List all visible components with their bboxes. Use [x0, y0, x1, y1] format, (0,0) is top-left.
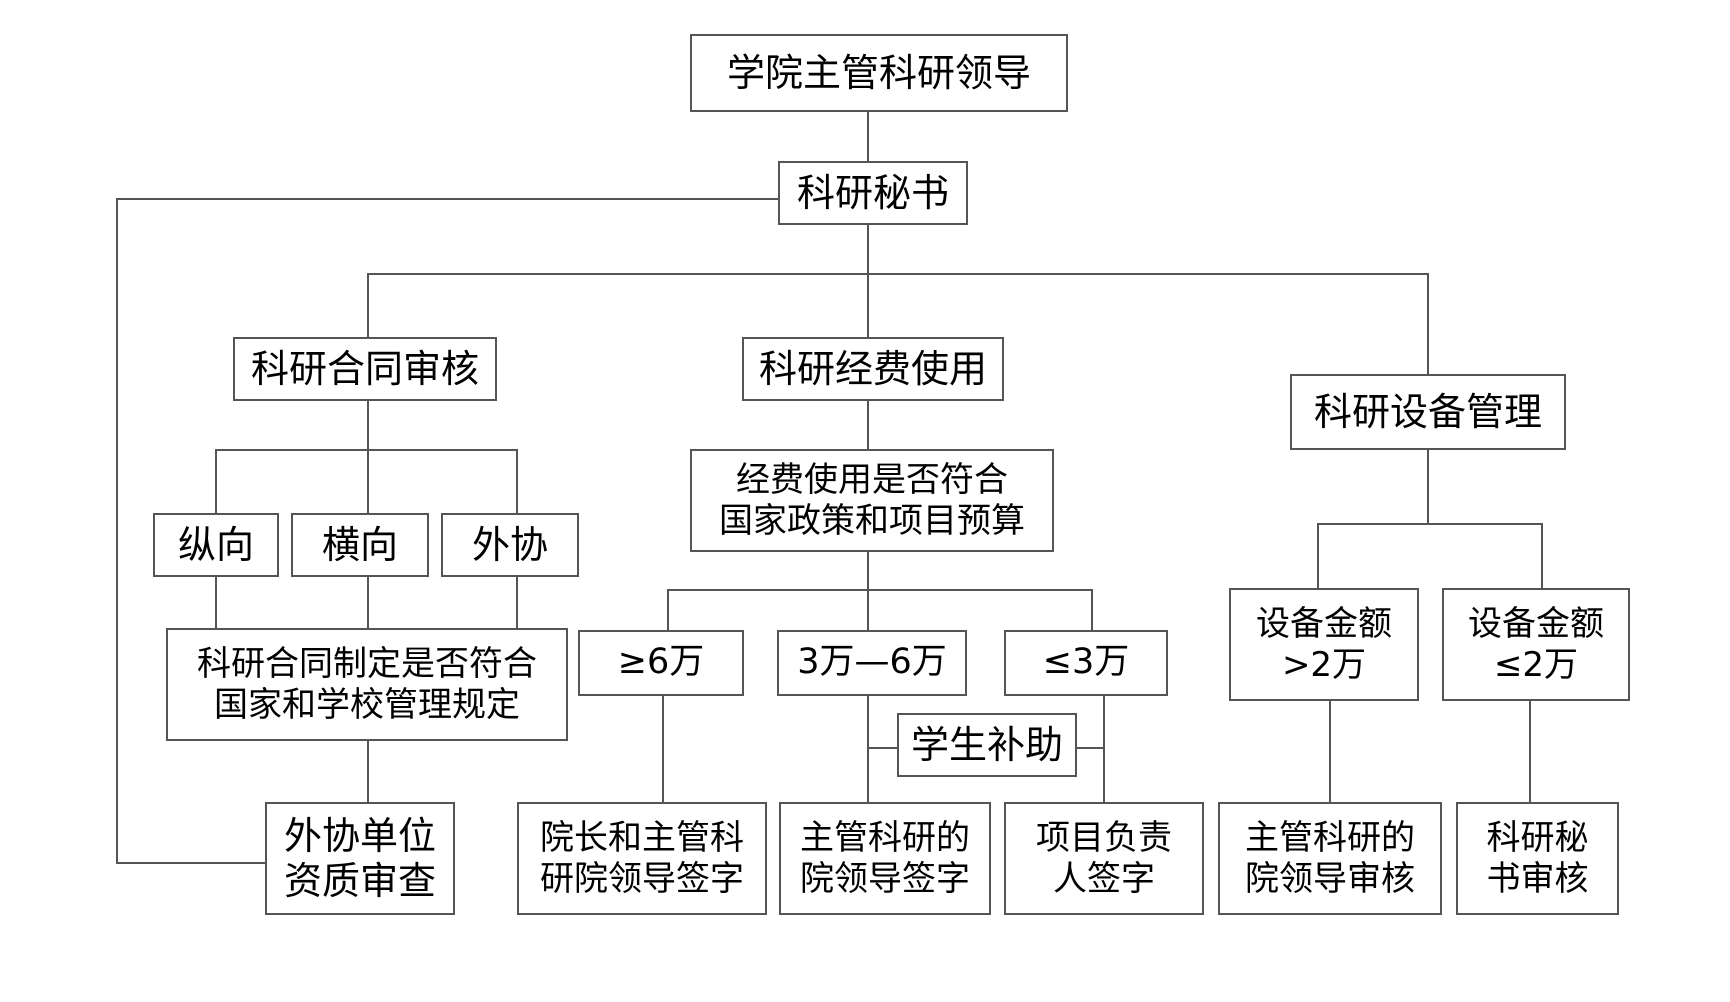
node-student-subsidy: 学生补助 [897, 713, 1077, 777]
node-under-3w: ≤3万 [1004, 630, 1168, 696]
node-equipment-mgmt: 科研设备管理 [1290, 374, 1566, 450]
node-equip-under-2w-line2: ≤2万 [1493, 644, 1579, 685]
node-vertical-label: 纵向 [177, 522, 254, 567]
node-external: 外协 [441, 513, 579, 577]
node-pi-sign-line1: 项目负责 [1036, 818, 1172, 859]
node-external-qualification-line1: 外协单位 [283, 813, 436, 858]
node-contract-compliance-line1: 科研合同制定是否符合 [197, 644, 537, 685]
node-range-3w-6w: 3万—6万 [777, 630, 967, 696]
node-secretary-review-line2: 书审核 [1486, 858, 1589, 899]
node-secretary-review: 科研秘 书审核 [1456, 802, 1619, 915]
node-equip-over-2w-line1: 设备金额 [1256, 604, 1392, 645]
node-equipment-mgmt-label: 科研设备管理 [1313, 389, 1542, 434]
node-horizontal-label: 横向 [321, 522, 398, 567]
node-contract-review: 科研合同审核 [233, 337, 497, 401]
node-dean-sign-line1: 院长和主管科 [540, 818, 744, 859]
node-over-6w-label: ≥6万 [617, 642, 705, 683]
node-under-3w-label: ≤3万 [1042, 642, 1130, 683]
node-pi-sign-line2: 人签字 [1053, 858, 1155, 899]
node-funding-compliance: 经费使用是否符合 国家政策和项目预算 [690, 449, 1054, 552]
node-vertical: 纵向 [153, 513, 279, 577]
node-equip-under-2w-line1: 设备金额 [1468, 604, 1604, 645]
node-leader-review: 主管科研的 院领导审核 [1218, 802, 1442, 915]
node-dean-sign: 院长和主管科 研院领导签字 [517, 802, 767, 915]
node-leader-review-line1: 主管科研的 [1245, 818, 1415, 859]
node-funding-use: 科研经费使用 [742, 337, 1004, 401]
node-external-label: 外协 [471, 522, 548, 567]
node-leader: 学院主管科研领导 [690, 34, 1068, 112]
node-horizontal: 横向 [291, 513, 429, 577]
node-contract-compliance: 科研合同制定是否符合 国家和学校管理规定 [166, 628, 568, 741]
node-research-leader-sign-line2: 院领导签字 [800, 858, 970, 899]
node-pi-sign: 项目负责 人签字 [1004, 802, 1204, 915]
node-funding-use-label: 科研经费使用 [758, 346, 987, 391]
node-secretary-label: 科研秘书 [796, 170, 949, 215]
node-secretary: 科研秘书 [778, 161, 968, 225]
node-research-leader-sign-line1: 主管科研的 [800, 818, 970, 859]
node-equip-over-2w-line2: >2万 [1281, 644, 1367, 685]
node-equip-over-2w: 设备金额 >2万 [1229, 588, 1419, 701]
node-research-leader-sign: 主管科研的 院领导签字 [779, 802, 991, 915]
node-contract-review-label: 科研合同审核 [250, 346, 479, 391]
node-funding-compliance-line2: 国家政策和项目预算 [719, 500, 1025, 541]
node-student-subsidy-label: 学生补助 [910, 722, 1063, 767]
node-secretary-review-line1: 科研秘 [1486, 818, 1589, 859]
node-leader-review-line2: 院领导审核 [1245, 858, 1415, 899]
node-external-qualification: 外协单位 资质审查 [265, 802, 455, 915]
node-range-3w-6w-label: 3万—6万 [797, 642, 947, 683]
node-external-qualification-line2: 资质审查 [283, 858, 436, 903]
node-dean-sign-line2: 研院领导签字 [540, 858, 744, 899]
node-leader-label: 学院主管科研领导 [726, 50, 1031, 95]
node-contract-compliance-line2: 国家和学校管理规定 [214, 684, 520, 725]
node-over-6w: ≥6万 [578, 630, 744, 696]
node-funding-compliance-line1: 经费使用是否符合 [736, 460, 1008, 501]
node-equip-under-2w: 设备金额 ≤2万 [1442, 588, 1630, 701]
